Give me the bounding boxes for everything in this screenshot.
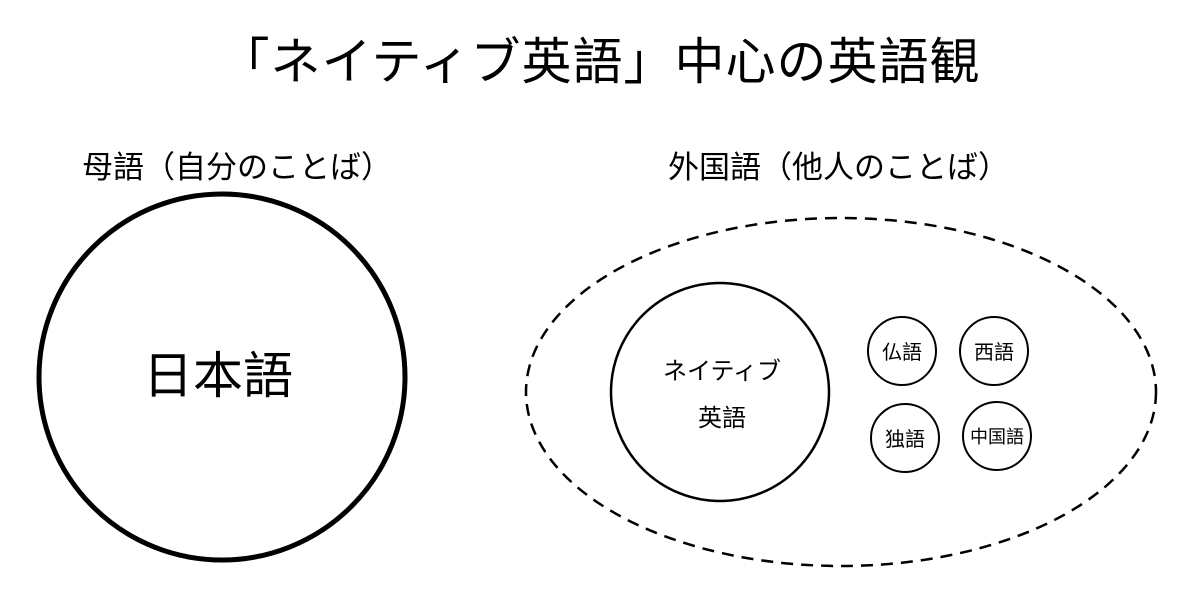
french-circle — [867, 316, 937, 386]
native-english-line1: ネイティブ — [663, 357, 781, 385]
german-text: 独語 — [885, 427, 925, 451]
native-language-text: 日本語 — [143, 347, 293, 405]
native-english-circle — [609, 281, 831, 503]
native-english-line2: 英語 — [698, 404, 746, 432]
native-language-circle — [36, 191, 408, 563]
chinese-circle — [962, 401, 1032, 471]
foreign-language-label: 外国語（他人のことば） — [668, 150, 1009, 186]
page-title: 「ネイティブ英語」中心の英語観 — [219, 33, 981, 91]
german-circle — [870, 403, 940, 473]
native-language-label: 母語（自分のことば） — [82, 150, 392, 186]
spanish-circle — [959, 316, 1029, 386]
foreign-languages-ellipse — [524, 216, 1158, 568]
french-text: 仏語 — [882, 340, 922, 364]
spanish-text: 西語 — [974, 340, 1014, 364]
chinese-text: 中国語 — [970, 427, 1024, 448]
